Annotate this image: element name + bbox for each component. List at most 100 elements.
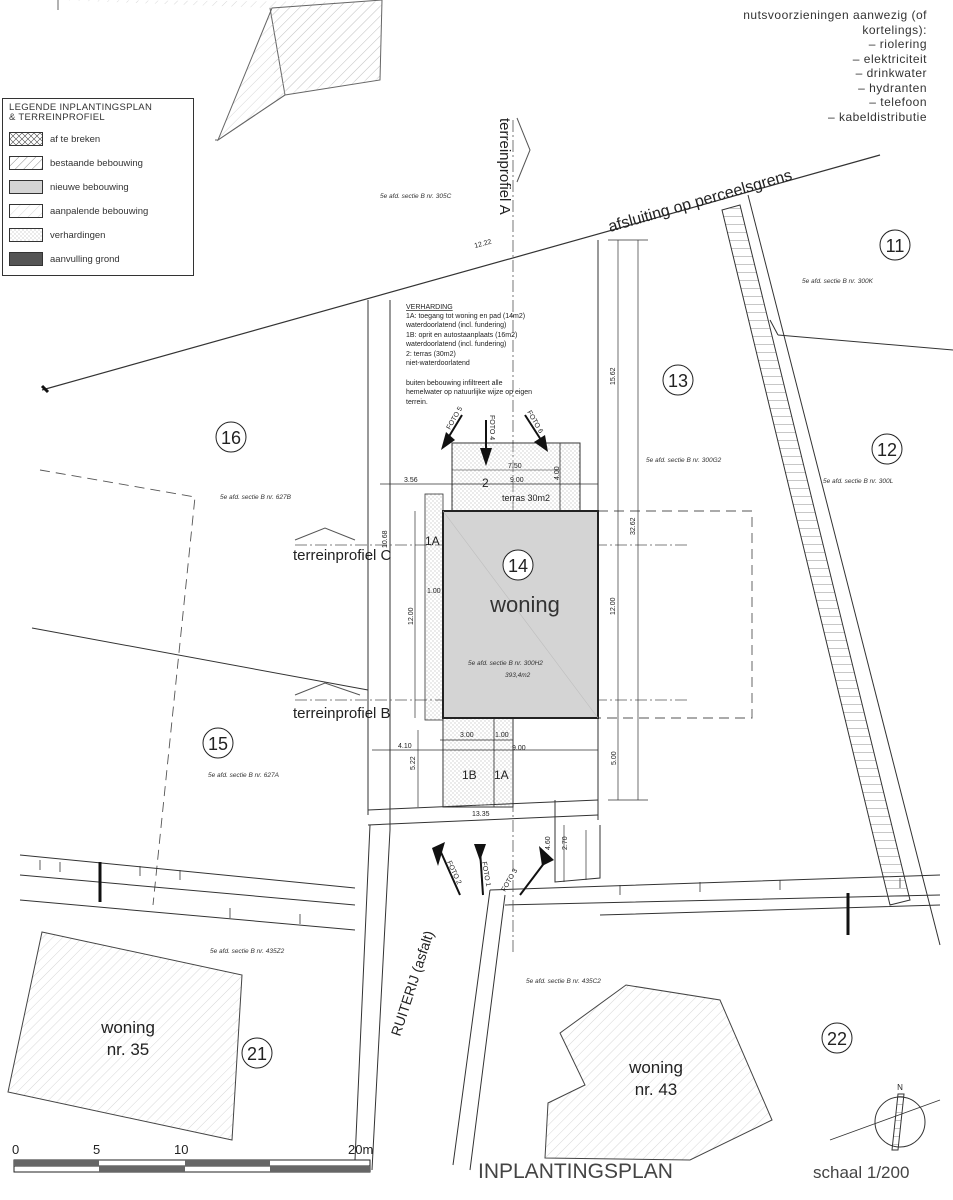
drawing-scale: schaal 1/200 bbox=[813, 1163, 909, 1182]
dim-5-22: 5.22 bbox=[410, 756, 417, 770]
house-area: 393,4m2 bbox=[505, 672, 531, 679]
verharding-line-6: niet-waterdoorlatend bbox=[406, 360, 470, 367]
north-label: N bbox=[897, 1083, 903, 1092]
woning-43-line2: nr. 43 bbox=[635, 1080, 678, 1099]
verharding-line-10: terrein. bbox=[406, 399, 428, 406]
verharding-line-9: hemelwater op natuurlijke wijze op eigen bbox=[406, 389, 532, 396]
section-627b: 5e afd. sectie B nr. 627B bbox=[220, 494, 292, 501]
hatch-swatch bbox=[9, 156, 43, 170]
legend-item-bestaande-bebouwing: bestaande bebouwing bbox=[9, 155, 143, 171]
section-305c: 5e afd. sectie B nr. 305C bbox=[380, 193, 452, 200]
section-300l: 5e afd. sectie B nr. 300L bbox=[823, 478, 894, 485]
section-435c2: 5e afd. sectie B nr. 435C2 bbox=[526, 978, 601, 985]
dim-10-68: 10.68 bbox=[382, 530, 389, 548]
zone-1a-bottom: 1A bbox=[494, 768, 509, 782]
adjacent-building-north-outline bbox=[216, 0, 383, 142]
legend-box: LEGENDE INPLANTINGSPLAN & TERREINPROFIEL… bbox=[2, 98, 194, 276]
brick-wall-east bbox=[721, 204, 911, 906]
utility-telefoon: – telefoon bbox=[869, 95, 927, 109]
verharding-line-8: buiten bebouwing infiltreert alle bbox=[406, 380, 503, 387]
dim-4-60: 4.60 bbox=[545, 836, 552, 850]
dim-15-62: 15.62 bbox=[610, 367, 617, 385]
dim-12-22: 12.22 bbox=[474, 239, 493, 250]
dim-4-00: 4.00 bbox=[554, 466, 561, 480]
photo-1-label: FOTO 1 bbox=[480, 861, 491, 887]
woning-35-line2: nr. 35 bbox=[107, 1040, 150, 1059]
legend-item-verhardingen: verhardingen bbox=[9, 227, 105, 243]
dim-9-00-bottom: 9.00 bbox=[512, 745, 526, 752]
scale-tick-10: 10 bbox=[174, 1142, 188, 1157]
dim-12-00-left: 12.00 bbox=[408, 607, 415, 625]
verharding-line-0: VERHARDING bbox=[406, 304, 453, 311]
dim-7-50: 7.50 bbox=[508, 463, 522, 470]
scale-bar bbox=[13, 1159, 371, 1173]
verharding-line-1: 1A: toegang tot woning en pad (14m2) bbox=[406, 313, 525, 320]
parcel-number-12: 12 bbox=[877, 440, 897, 460]
zone-1a-top: 1A bbox=[425, 534, 440, 548]
dim-2-70: 2.70 bbox=[562, 836, 569, 850]
scale-tick-5: 5 bbox=[93, 1142, 100, 1157]
parcel-number-16: 16 bbox=[221, 428, 241, 448]
section-300g2: 5e afd. sectie B nr. 300G2 bbox=[646, 457, 722, 464]
verharding-line-3: 1B: oprit en autostaanplaats (16m2) bbox=[406, 332, 517, 339]
legend-label: aanvulling grond bbox=[50, 253, 120, 265]
legend-label: verhardingen bbox=[50, 229, 106, 241]
utilities-note: nutsvoorzieningen aanwezig (of korteling… bbox=[743, 8, 927, 124]
photo-4-label: FOTO 4 bbox=[488, 415, 495, 440]
north-arrow bbox=[829, 1093, 941, 1151]
afsluiting-label: afsluiting op perceelsgrens bbox=[606, 167, 794, 236]
utility-hydranten: – hydranten bbox=[858, 80, 927, 95]
parcel-number-14: 14 bbox=[508, 556, 528, 576]
woning-35-building bbox=[7, 931, 243, 1141]
legend-item-af-te-breken: af te breken bbox=[9, 131, 100, 147]
legend-label: nieuwe bebouwing bbox=[50, 181, 129, 193]
utilities-header-1: nutsvoorzieningen aanwezig (of bbox=[743, 8, 927, 22]
utility-elektriciteit: – elektriciteit bbox=[852, 51, 927, 66]
woning-43-line1: woning bbox=[628, 1058, 683, 1077]
legend-label: af te breken bbox=[50, 133, 101, 145]
legend-label: bestaande bebouwing bbox=[50, 157, 143, 169]
legend-title-line-2: & TERREINPROFIEL bbox=[9, 112, 105, 123]
dim-1-00-bottom: 1.00 bbox=[495, 732, 509, 739]
parcel-boundary-north bbox=[41, 154, 881, 391]
utilities-header-2: kortelings): bbox=[862, 22, 927, 37]
terrace-label: terras 30m2 bbox=[502, 493, 550, 503]
terreinprofiel-b-label: terreinprofiel B bbox=[293, 705, 391, 722]
dim-12-00-right: 12.00 bbox=[610, 597, 617, 615]
parcel-number-22: 22 bbox=[827, 1029, 847, 1049]
utility-drinkwater: – drinkwater bbox=[855, 66, 927, 80]
crosshatch-swatch bbox=[9, 132, 43, 146]
verharding-line-2: waterdoorlatend (incl. fundering) bbox=[405, 322, 506, 329]
drawing-title: INPLANTINGSPLAN bbox=[478, 1160, 673, 1183]
zone-2: 2 bbox=[482, 476, 489, 490]
light-hatch-swatch bbox=[9, 204, 43, 218]
legend-item-nieuwe-bebouwing: nieuwe bebouwing bbox=[9, 179, 129, 195]
legend-item-aanpalende-bebouwing: aanpalende bebouwing bbox=[9, 203, 148, 219]
legend-label: aanpalende bebouwing bbox=[50, 205, 149, 217]
parcel-number-15: 15 bbox=[208, 734, 228, 754]
section-627a: 5e afd. sectie B nr. 627A bbox=[208, 772, 279, 779]
verharding-line-5: 2: terras (30m2) bbox=[406, 351, 456, 358]
dim-32-62: 32.62 bbox=[630, 517, 637, 535]
street-label: RUITERIJ (asfalt) bbox=[388, 929, 437, 1038]
dim-4-10: 4.10 bbox=[398, 743, 412, 750]
dim-3-56: 3.56 bbox=[404, 477, 418, 484]
dim-3-00: 3.00 bbox=[460, 732, 474, 739]
terreinprofiel-c-label: terreinprofiel C bbox=[293, 547, 392, 564]
terreinprofiel-a-label: terreinprofiel A bbox=[496, 118, 513, 215]
scale-tick-20: 20m bbox=[348, 1142, 373, 1157]
section-300k: 5e afd. sectie B nr. 300K bbox=[802, 278, 874, 285]
access-path-1a bbox=[424, 493, 444, 721]
legend-title: LEGENDE INPLANTINGSPLAN & TERREINPROFIEL bbox=[3, 99, 193, 123]
dim-13-35: 13.35 bbox=[472, 811, 490, 818]
dim-5-00: 5.00 bbox=[611, 751, 618, 765]
utility-riolering: – riolering bbox=[868, 37, 927, 51]
scale-tick-0: 0 bbox=[12, 1142, 19, 1157]
dark-swatch bbox=[9, 252, 43, 266]
woning-35-line1: woning bbox=[100, 1018, 155, 1037]
parcel-number-21: 21 bbox=[247, 1044, 267, 1064]
zone-1b: 1B bbox=[462, 768, 477, 782]
dots-swatch bbox=[9, 228, 43, 242]
section-435z2: 5e afd. sectie B nr. 435Z2 bbox=[210, 948, 285, 955]
